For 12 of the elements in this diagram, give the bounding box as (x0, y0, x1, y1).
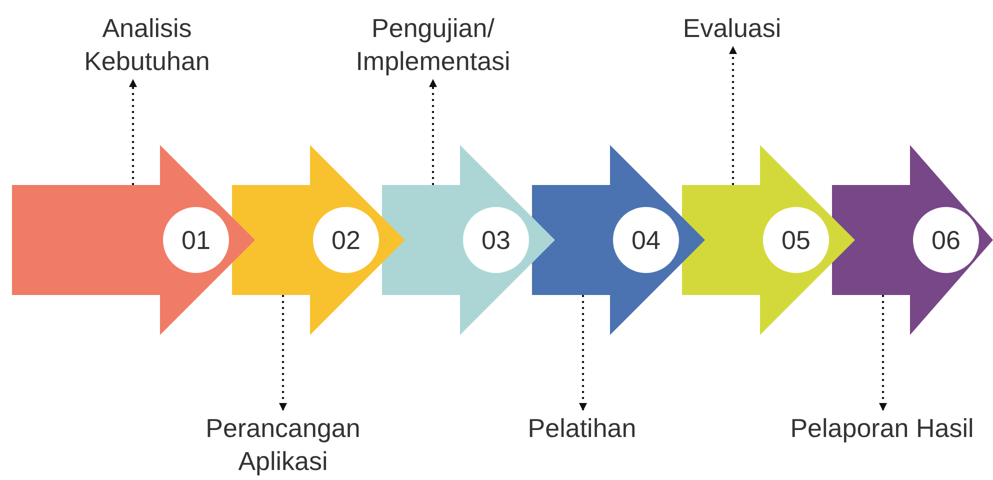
step-label: Pengujian/ Implementasi (318, 12, 548, 78)
dotted-arrow (129, 79, 137, 185)
step-label: Analisis Kebutuhan (47, 12, 247, 78)
dotted-arrow (429, 79, 437, 185)
step-label: Pelaporan Hasil (774, 412, 990, 445)
step-label: Pelatihan (482, 412, 682, 445)
dotted-arrow (279, 295, 287, 411)
dotted-arrow (729, 46, 737, 185)
dotted-arrow (579, 295, 587, 411)
dotted-arrow (879, 295, 887, 411)
step-label: Perancangan Aplikasi (183, 412, 383, 478)
step-label: Evaluasi (632, 12, 832, 45)
